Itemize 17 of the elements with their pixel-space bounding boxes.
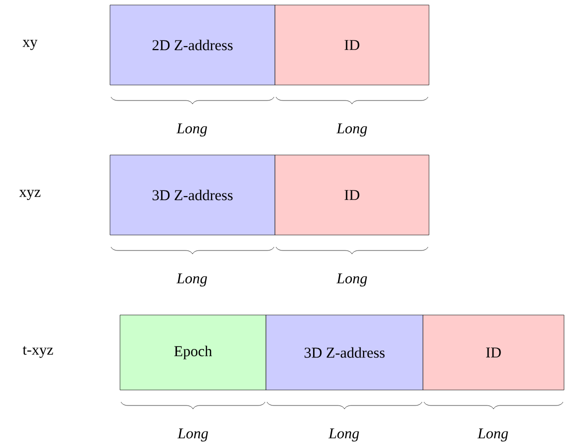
field-box: ID: [422, 314, 564, 390]
size-label: Long: [176, 124, 207, 136]
field-box: 2D Z-address: [110, 4, 276, 86]
field-box: Epoch: [120, 314, 266, 390]
size-label: Long: [328, 428, 359, 442]
field-box: 3D Z-address: [266, 314, 424, 390]
field-box: ID: [274, 4, 430, 86]
field-box: 3D Z-address: [110, 154, 276, 236]
field-box: ID: [274, 154, 430, 236]
row-label: t-xyz: [22, 346, 53, 358]
size-label: Long: [336, 274, 367, 286]
size-label: Long: [477, 428, 508, 442]
size-label: Long: [177, 428, 208, 442]
size-label: Long: [336, 124, 367, 136]
row-label: xy: [22, 40, 38, 50]
size-label: Long: [176, 274, 207, 286]
row-label: xyz: [19, 190, 40, 200]
